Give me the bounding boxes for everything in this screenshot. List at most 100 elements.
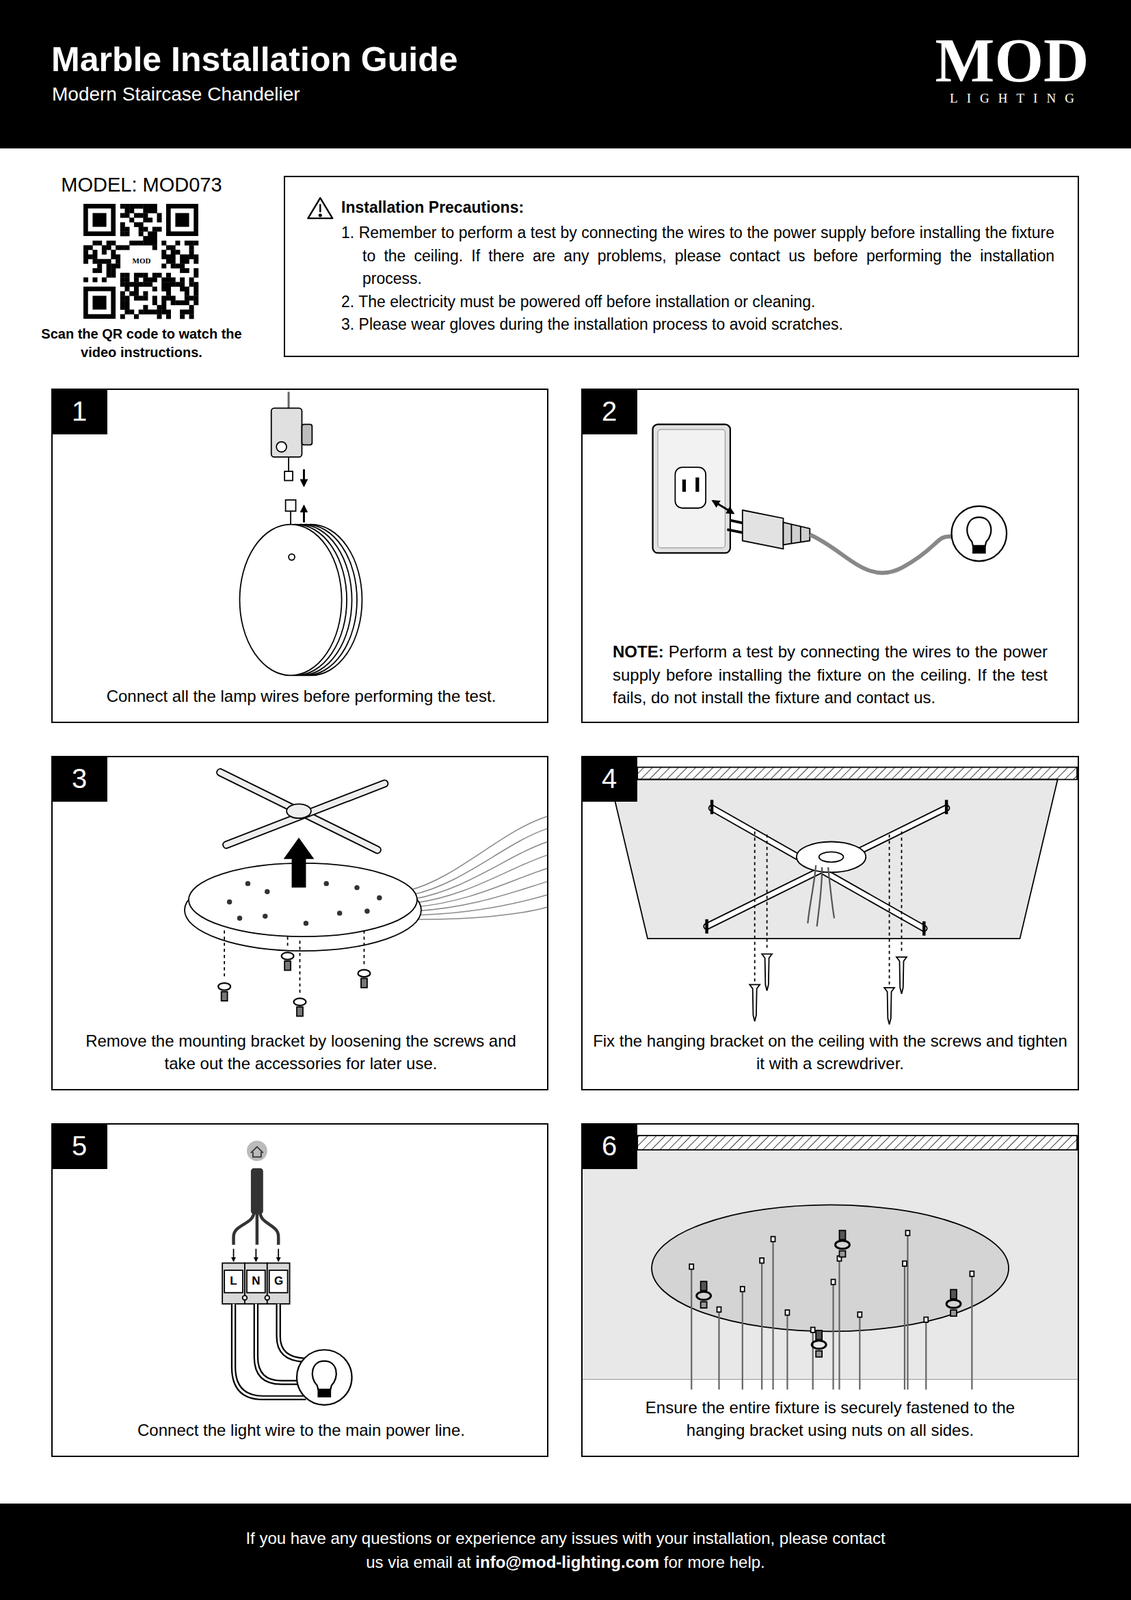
caption-slot: Connect the light wire to the main power… [66, 1418, 537, 1442]
qr-module [152, 227, 158, 232]
qr-module [101, 249, 107, 255]
qr-module [134, 295, 139, 301]
step-panel: NOTE:Perform a test by connecting the wi… [581, 388, 1080, 723]
fixture-mount-figure [700, 1280, 708, 1290]
qr-module [92, 259, 98, 264]
canopy-bracket-figure [364, 908, 370, 913]
qr-module [97, 259, 102, 264]
ceiling-bracket-figure [922, 921, 926, 936]
fixture-mount-figure [925, 1320, 927, 1389]
canopy-bracket-figure [224, 929, 364, 995]
model-number: MODEL: MOD073 [38, 173, 245, 197]
fixture-mount-figure [696, 1240, 961, 1349]
qr-module [179, 300, 185, 305]
logo-subtext: LIGHTING [926, 91, 1098, 105]
wiring-figure [233, 1211, 255, 1245]
qr-module [152, 203, 158, 209]
canopy-bracket-figure [408, 815, 548, 920]
qr-module [134, 277, 139, 283]
step-number: 6 [601, 1122, 617, 1169]
power-test-figure [726, 529, 742, 532]
qr-module [138, 309, 144, 315]
qr-module [147, 235, 153, 241]
qr-module [193, 291, 199, 297]
wiring-figure [255, 1303, 298, 1382]
terminal-label: G [269, 1273, 288, 1289]
qr-module [124, 286, 130, 292]
fixture-mount-figure [637, 1135, 1077, 1150]
terminal-label: N [246, 1273, 266, 1289]
qr-module [110, 263, 116, 269]
logo-text: MOD [926, 28, 1098, 92]
fixture-mount-figure [741, 1290, 744, 1390]
qr-module [152, 231, 158, 236]
canopy-bracket-figure [296, 1006, 303, 1016]
qr-module [147, 309, 153, 315]
power-test-figure [791, 524, 793, 544]
qr-module [166, 272, 171, 278]
wiring-figure [233, 1303, 307, 1397]
step-caption: Ensure the entire fixture is securely fa… [645, 1397, 1015, 1440]
qr-module [134, 286, 139, 292]
qr-module [189, 313, 195, 319]
qr-module [152, 300, 158, 305]
qr-module [157, 309, 163, 315]
wiring-figure [233, 1303, 307, 1397]
label-slot: LIGHTING [926, 91, 1098, 105]
canopy-bracket-figure [324, 880, 329, 886]
qr-logo: MOD [124, 256, 159, 266]
fixture-mount-figure [700, 1250, 957, 1357]
canopy-bracket-figure [286, 803, 312, 818]
ceiling-bracket-figure [710, 799, 714, 814]
qr-module [175, 212, 189, 227]
qr-module [184, 240, 190, 246]
qr-module [152, 309, 158, 315]
qr-module [184, 268, 190, 273]
step-panel: Connect all the lamp wires before perfor… [51, 388, 549, 723]
qr-module [142, 295, 148, 301]
power-test-figure [674, 467, 706, 509]
note-label: NOTE: [612, 642, 664, 661]
qr-module [193, 281, 199, 287]
qr-module [166, 309, 171, 315]
canopy-bracket-figure [262, 913, 268, 919]
caption-slot: NOTE:Perform a test by connecting the wi… [612, 640, 1048, 710]
fixture-mount-figure [740, 1286, 745, 1292]
canopy-bracket-figure [227, 880, 383, 926]
canopy-bracket-figure [281, 951, 295, 959]
qr-module [170, 277, 176, 283]
canopy-bracket-figure [299, 940, 301, 995]
qr-module [175, 300, 180, 305]
qr-module [152, 244, 158, 250]
qr-module [175, 240, 180, 246]
qr-module [157, 212, 163, 218]
qr-module [161, 309, 167, 315]
qr-module [142, 208, 148, 214]
fixture-mount-figure [857, 1311, 862, 1317]
warning-icon [307, 197, 333, 219]
qr-module [138, 222, 144, 228]
fixture-mount-figure [835, 1240, 850, 1249]
qr-module [129, 240, 135, 246]
fixture-mount-figure [831, 1278, 836, 1284]
qr-module [110, 254, 116, 260]
step-caption: Connect all the lamp wires before perfor… [106, 686, 497, 705]
lamp-connector-figure [285, 499, 297, 511]
fixture-mount-figure [902, 1260, 907, 1266]
qr-module [184, 286, 190, 292]
qr-module [83, 286, 116, 319]
qr-module [101, 259, 107, 264]
wiring-figure [222, 1139, 352, 1404]
power-test-figure [657, 429, 725, 548]
qr-module [110, 272, 116, 278]
canopy-bracket-figure [408, 906, 548, 920]
qr-module [161, 254, 167, 260]
label-slot: MOD [926, 28, 1098, 92]
qr-module [83, 249, 89, 255]
qr-module [106, 263, 112, 269]
caption-slot: Connect all the lamp wires before perfor… [66, 684, 537, 708]
fixture-mount-figure [839, 1230, 846, 1240]
qr-module [152, 272, 158, 278]
fixture-mount-figure [689, 1263, 694, 1269]
power-test-figure [742, 510, 784, 550]
